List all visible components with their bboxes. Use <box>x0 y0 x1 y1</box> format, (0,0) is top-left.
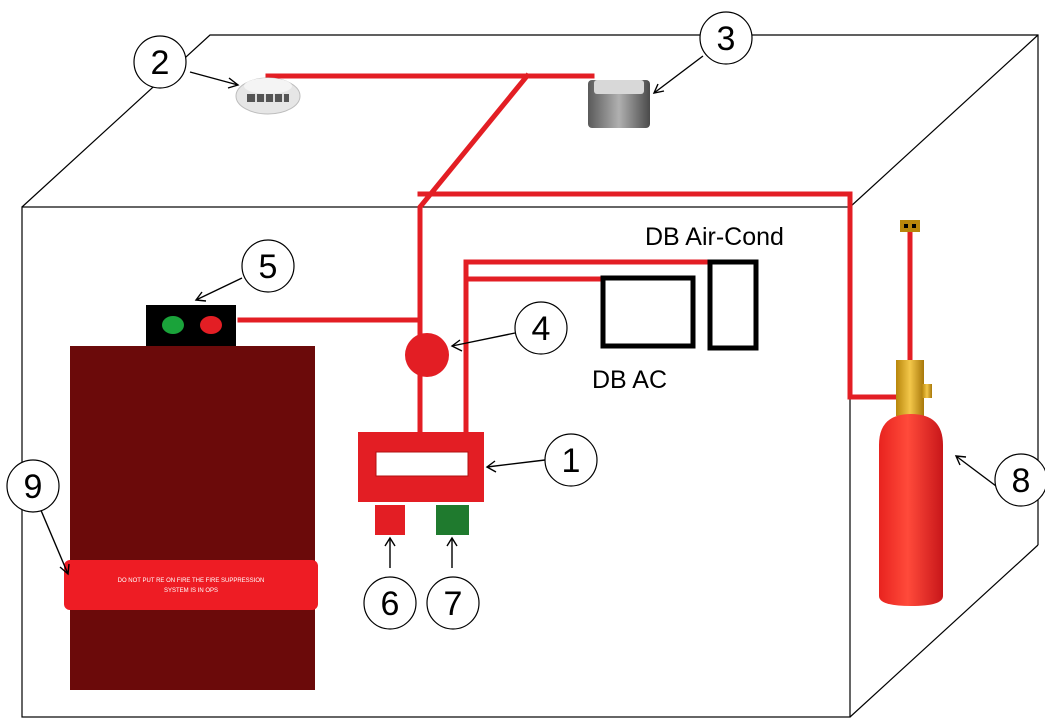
cabinet-body <box>70 346 315 690</box>
callout-circle-8 <box>994 453 1045 507</box>
db-ac-box <box>600 275 696 349</box>
callout-number-2: 2 <box>151 44 170 82</box>
indicator-red-light <box>200 316 222 334</box>
pipe-to-db-aircond <box>463 259 713 435</box>
arrow-4-head <box>450 339 463 352</box>
callout-circle-4 <box>514 301 568 355</box>
arrow-3 <box>653 55 704 94</box>
arrow-7-head <box>446 536 458 547</box>
arrow-1-head <box>485 460 497 473</box>
cylinder-cap <box>900 220 920 232</box>
cabinet-warning-line2: SYSTEM IS IN OPS <box>164 588 218 594</box>
heat-detector <box>588 80 650 128</box>
callout-circle-2 <box>133 35 187 89</box>
callout-number-8: 8 <box>1012 462 1031 500</box>
control-panel-display <box>375 451 469 477</box>
red-button <box>375 505 405 535</box>
callout-number-1: 1 <box>562 442 581 480</box>
arrow-5 <box>195 277 243 301</box>
db-aircond-box <box>707 259 759 351</box>
callout-circle-6 <box>363 576 417 630</box>
callout-number-9: 9 <box>24 468 43 506</box>
callout-circle-5 <box>241 239 295 293</box>
cylinder-cap-slot <box>912 224 916 228</box>
room-edge-bottom-right <box>849 544 1039 718</box>
arrow-9-head <box>59 563 70 576</box>
callout-number-3: 3 <box>717 20 736 58</box>
callout-circle-7 <box>426 576 480 630</box>
junction-bell <box>405 333 449 377</box>
indicator-panel <box>146 305 236 347</box>
cabinet-warning-band <box>64 560 318 610</box>
room-back-top <box>21 34 1039 545</box>
db-ac-label: DB AC <box>592 366 667 394</box>
heat-detector-top <box>594 80 644 94</box>
callout-number-5: 5 <box>259 248 278 286</box>
green-button <box>436 505 469 535</box>
room-edge-top-right <box>849 34 1039 208</box>
callout-number-6: 6 <box>381 585 400 623</box>
cabinet-warning-line1: DO NOT PUT RE ON FIRE THE FIRE SUPPRESSI… <box>118 578 265 584</box>
pipe-diagonal-down <box>417 72 531 433</box>
smoke-detector-vent <box>247 94 289 102</box>
arrow-8 <box>955 455 997 487</box>
callout-arrows <box>39 55 997 576</box>
pipe-to-cylinder <box>417 191 903 400</box>
gas-cylinder <box>879 220 943 606</box>
smoke-detector-base <box>244 78 292 94</box>
cylinder-body <box>879 414 943 606</box>
arrow-5-head <box>194 291 207 302</box>
cylinder-valve-port <box>922 384 932 398</box>
control-panel <box>358 432 484 535</box>
wiring-network <box>237 72 913 435</box>
callout-circle-1 <box>544 433 598 487</box>
arrow-9 <box>39 507 69 575</box>
suppression-cabinet: DO NOT PUT RE ON FIRE THE FIRE SUPPRESSI… <box>64 346 318 690</box>
arrow-2-head <box>227 77 240 89</box>
db-air-cond-label: DB Air-Cond <box>645 223 784 251</box>
callout-circles <box>6 11 1045 630</box>
arrow-3-head <box>652 83 665 94</box>
arrow-1 <box>486 459 546 468</box>
callout-number-7: 7 <box>444 585 463 623</box>
arrow-4 <box>451 332 516 347</box>
callout-number-4: 4 <box>532 310 551 348</box>
arrow-8-head <box>954 455 967 466</box>
cylinder-valve <box>896 360 924 416</box>
indicator-panel-box <box>146 305 236 347</box>
arrow-6-head <box>384 536 396 547</box>
callout-circle-9 <box>6 459 60 513</box>
smoke-detector <box>235 77 301 115</box>
db-boxes <box>600 259 759 351</box>
arrow-2 <box>189 71 239 86</box>
cylinder-cap-slot <box>904 224 908 228</box>
callout-circle-3 <box>699 11 753 65</box>
indicator-green-light <box>162 316 184 334</box>
